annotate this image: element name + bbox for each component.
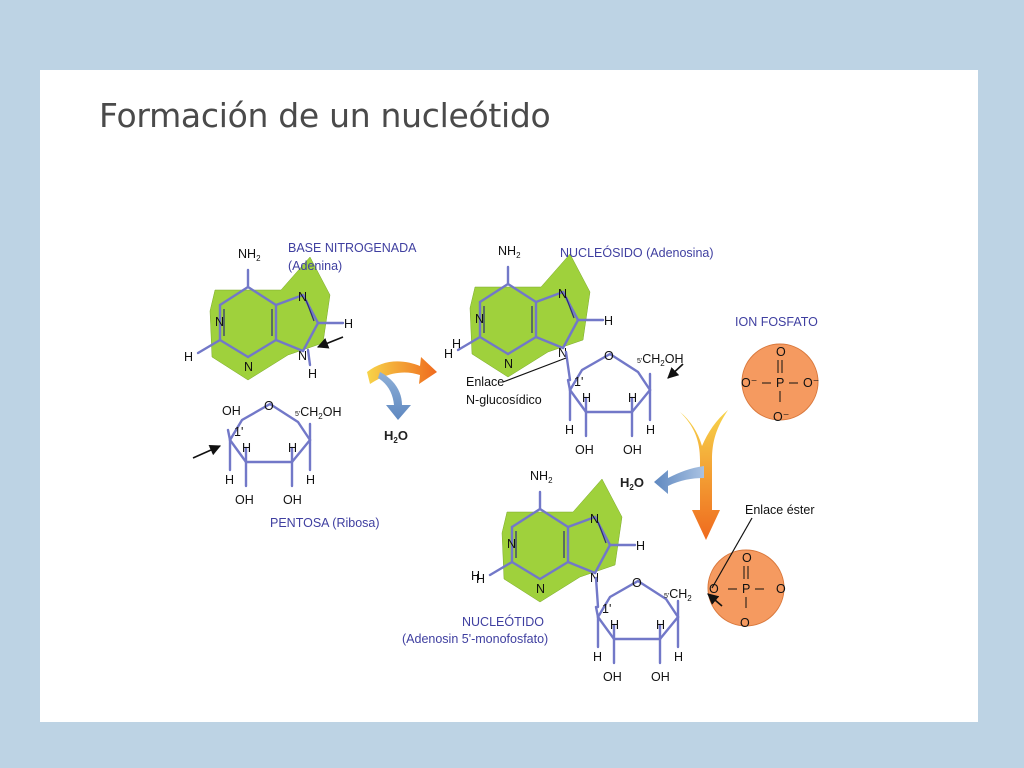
water-1: H2O: [384, 428, 408, 445]
reaction-arrow-2: [654, 410, 728, 540]
nucleotide-o-bottom: O: [740, 616, 750, 630]
arrow-ester: [707, 593, 723, 607]
label-nucleotide-sub: (Adenosin 5'-monofosfato): [402, 632, 548, 646]
pointer-enlace-2: [711, 517, 753, 589]
nucleotide-ch2: 5'CH2: [664, 587, 692, 603]
phosphate-o-bottom: O⁻: [773, 410, 789, 424]
reaction-arrow-1: [367, 357, 437, 420]
label-nucleoside: NUCLEÓSIDO (Adenosina): [560, 245, 714, 260]
phosphate-o-left: O⁻: [741, 376, 757, 390]
bond-n9-h: [306, 348, 312, 367]
phosphate-o-right: O⁻: [803, 376, 819, 390]
atom-ch2oh: 5'CH2OH: [295, 405, 342, 421]
label-ion: ION FOSFATO: [735, 315, 818, 329]
nucleoside-ch2oh: 5'CH2OH: [637, 352, 684, 368]
water-2: H2O: [620, 475, 644, 492]
arrow-c5: [667, 363, 684, 379]
nucleoside-structure: [442, 242, 657, 459]
slide-title: Formación de un nucleótido: [99, 96, 551, 135]
label-nucleotide: NUCLEÓTIDO: [462, 614, 544, 629]
label-enlace-1a: Enlace: [466, 375, 504, 389]
label-enlace-1b: N-glucosídico: [466, 393, 542, 407]
arrow-n9: [316, 336, 344, 349]
pointer-enlace-1: [502, 357, 567, 383]
nucleotide-h2: H: [471, 569, 480, 583]
nucleoside-h2: H: [452, 337, 461, 351]
nucleotide-o-link: O: [709, 582, 719, 596]
atom-oh-c1: OH: [222, 404, 241, 418]
slide: Formación de un nucleótido: [40, 70, 978, 722]
label-base: BASE NITROGENADA: [288, 241, 417, 255]
label-base-sub: (Adenina): [288, 259, 342, 273]
arrow-c1: [192, 444, 222, 459]
atom-h-n9: H: [308, 367, 317, 381]
nucleotide-o-right: O: [776, 582, 786, 596]
label-pentose: PENTOSA (Ribosa): [270, 516, 380, 530]
label-enlace-2: Enlace éster: [745, 503, 814, 517]
nucleotide-structure: [474, 467, 785, 686]
